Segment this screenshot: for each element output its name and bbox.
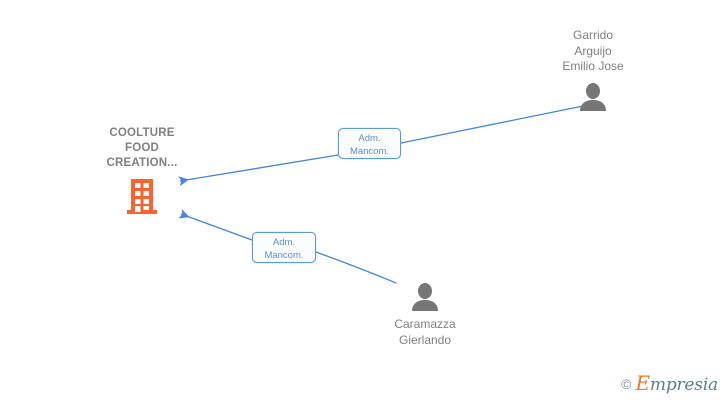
relation-badge-adm-mancom[interactable]: Adm. Mancom. [252,232,316,263]
company-node[interactable]: COOLTURE FOOD CREATION... [88,126,196,217]
edge-garrido-to-company [400,105,584,144]
person-icon[interactable] [409,283,441,311]
relation-badge-line1: Adm. [358,133,381,144]
edge-garrido-to-company-arrow [178,154,339,187]
relation-badge-line2: Mancom. [349,146,390,157]
building-icon[interactable] [125,177,159,217]
company-name-label: COOLTURE FOOD CREATION... [106,127,178,169]
person-name-label: Caramazza Gierlando [394,317,456,347]
edge-caramazza-to-company-arrow [178,208,253,241]
person-icon[interactable] [577,82,609,111]
person-name-label: Garrido Arguijo Emilio Jose [562,28,624,73]
relation-badge-adm-mancom[interactable]: Adm. Mancom. [338,128,401,159]
copyright-icon: © [621,375,632,392]
edge-caramazza-to-company [315,251,397,284]
brand-rest: mpresia [649,375,718,395]
brand-initial: E [635,371,651,395]
empresia-watermark: © Empresia [621,373,718,394]
relation-badge-line1: Adm. [272,237,296,248]
person-node-caramazza[interactable]: Caramazza Gierlando [350,283,500,348]
brand-wordmark: Empresia [636,373,719,394]
relation-badge-line2: Mancom. [264,250,304,261]
person-node-garrido[interactable]: Garrido Arguijo Emilio Jose [518,28,668,111]
